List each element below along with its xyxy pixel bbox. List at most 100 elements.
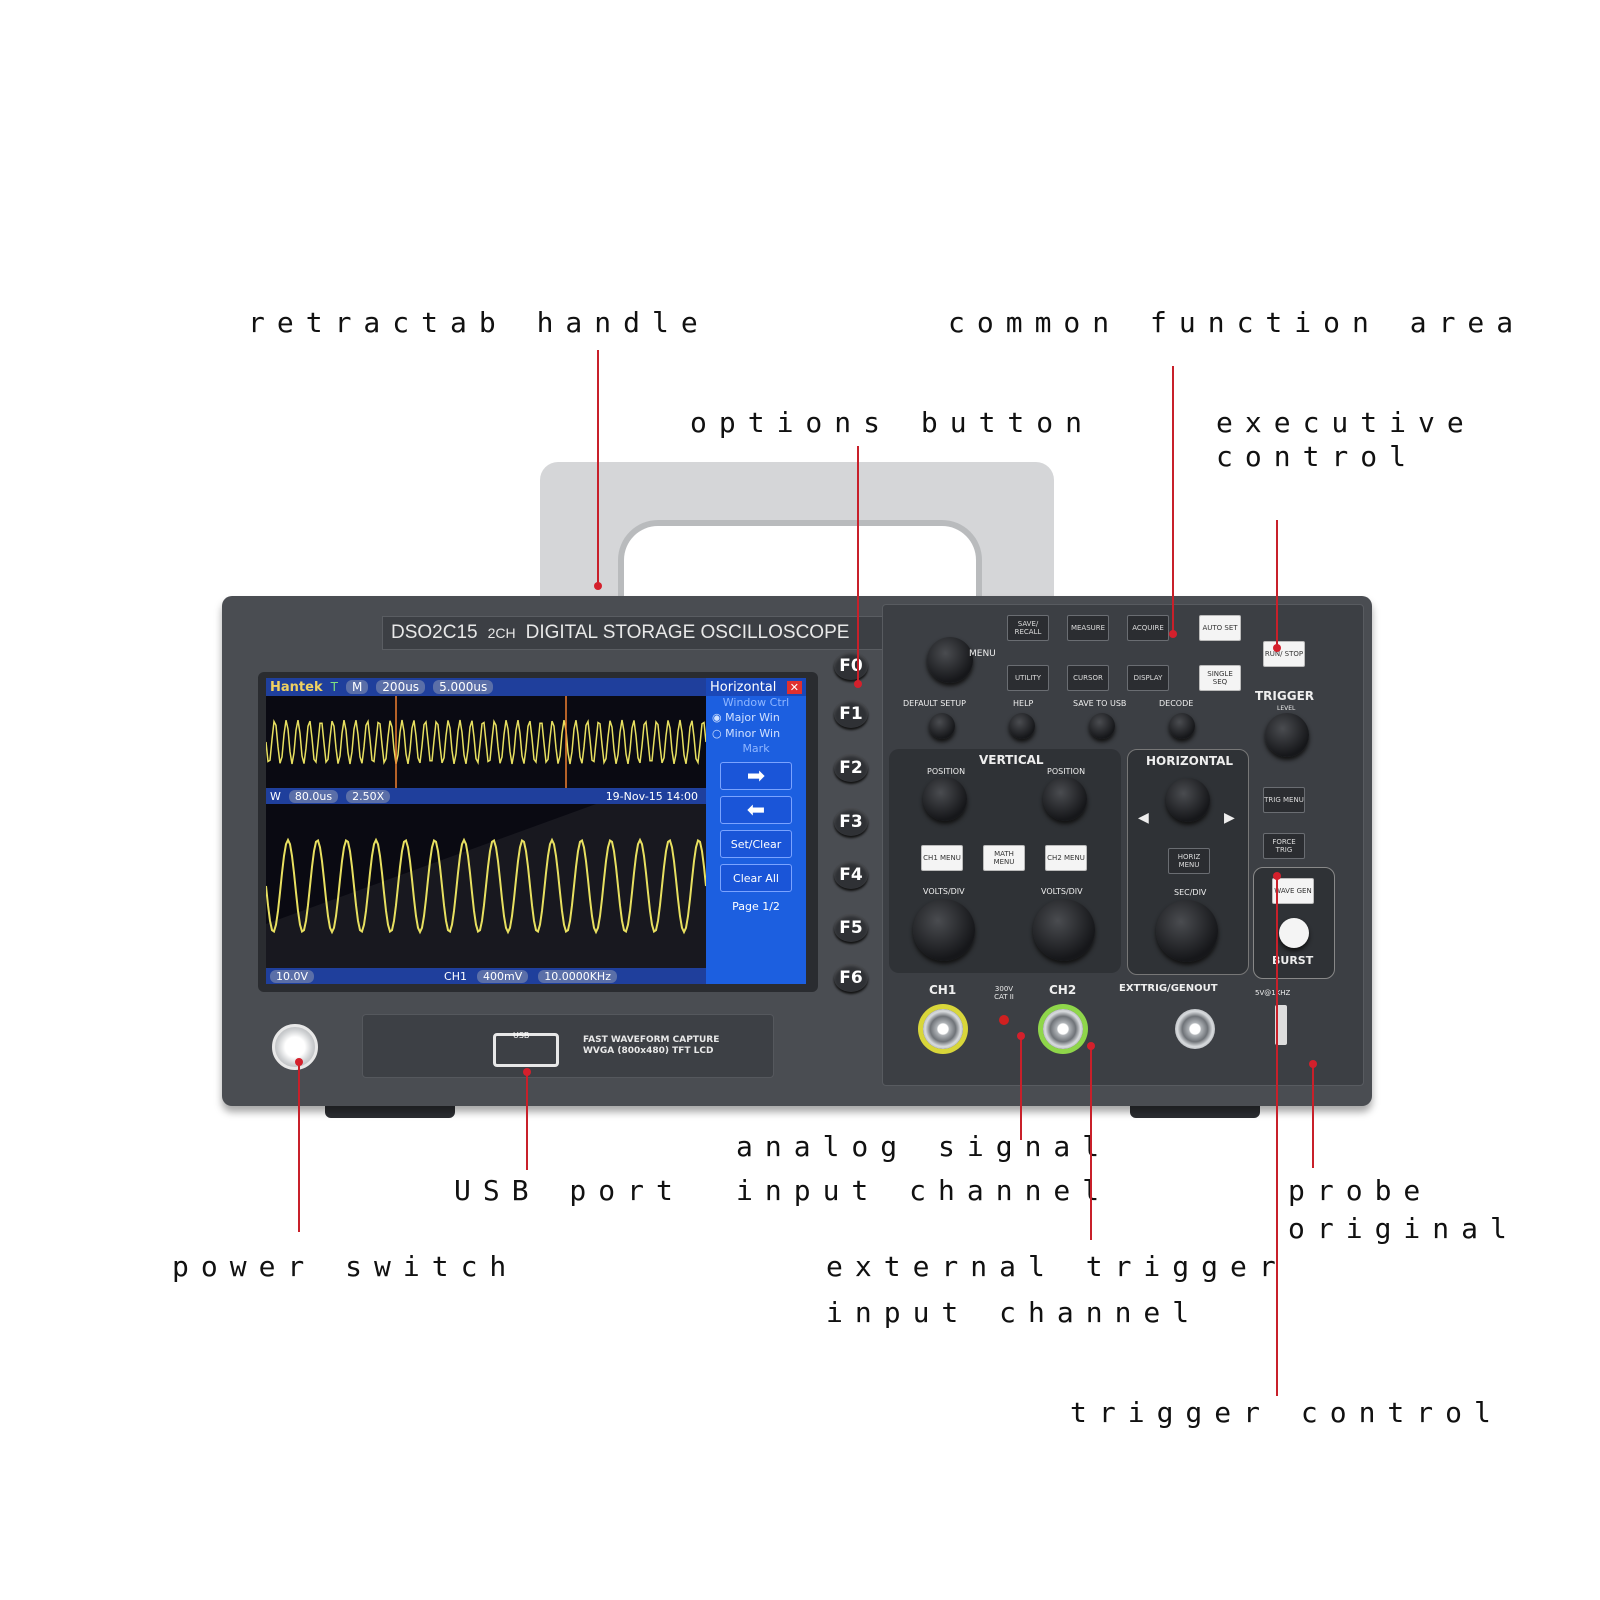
sec-div-knob[interactable] — [1156, 900, 1218, 962]
callout-power-switch: power switch — [172, 1250, 519, 1283]
ch2-input-label: CH2 — [1049, 983, 1077, 997]
wave-gen-button[interactable]: WAVE GEN — [1272, 878, 1314, 904]
f0-options-button[interactable]: F0 — [834, 652, 868, 680]
major-win-option[interactable]: ◉ Major Win — [712, 711, 780, 724]
ch2-position-knob[interactable] — [1043, 777, 1087, 821]
sec-div-label: SEC/DIV — [1174, 888, 1207, 897]
arrow-right-icon: ➡ — [746, 763, 766, 789]
acquire-button[interactable]: ACQUIRE — [1127, 615, 1169, 641]
callout-external-2: input channel — [826, 1296, 1202, 1329]
cat-rating-label: 300V CAT II — [994, 985, 1014, 1001]
menu-title: Horizontal — [710, 679, 777, 695]
level-label: LEVEL — [1277, 705, 1296, 712]
arrow-left-button[interactable]: ⬅ — [720, 796, 792, 824]
callout-probe-1: probe — [1288, 1174, 1433, 1207]
f3-button[interactable]: F3 — [834, 808, 868, 836]
zoomed-waveform — [266, 804, 706, 968]
window-time: 80.0us — [288, 789, 339, 803]
callout-options-button: options button — [690, 406, 1095, 439]
menu-title-bar: Horizontal ✕ — [706, 678, 806, 696]
trigger-level-knob[interactable] — [1265, 713, 1309, 757]
save-recall-button[interactable]: SAVE/ RECALL — [1007, 615, 1049, 641]
menu-label: MENU — [969, 649, 996, 659]
callout-analog-2: input channel — [736, 1174, 1112, 1207]
math-menu-button[interactable]: MATH MENU — [983, 845, 1025, 871]
burst-button[interactable] — [1279, 918, 1309, 948]
ch1-volts-div-label: VOLTS/DIV — [923, 887, 965, 896]
ch2-bnc-connector[interactable] — [1043, 1009, 1083, 1049]
screen-brand: Hantek — [270, 679, 323, 695]
usb-port[interactable] — [493, 1033, 559, 1067]
callout-analog-1: analog signal — [736, 1130, 1112, 1163]
display-button[interactable]: DISPLAY — [1127, 665, 1169, 691]
f4-button[interactable]: F4 — [834, 861, 868, 889]
set-clear-button[interactable]: Set/Clear — [720, 830, 792, 858]
minor-win-option[interactable]: ○ Minor Win — [712, 727, 781, 740]
horizontal-position-knob[interactable] — [1166, 778, 1210, 822]
callout-retract-handle: retractab handle — [248, 306, 710, 339]
cursor-button[interactable]: CURSOR — [1067, 665, 1109, 691]
power-switch[interactable] — [272, 1024, 318, 1070]
vertical-section: VERTICAL POSITION POSITION CH1 MENU MATH… — [889, 749, 1121, 973]
datetime: 19-Nov-15 14:00 — [605, 789, 698, 803]
probe-comp-terminal[interactable] — [1275, 1005, 1287, 1045]
warning-icon — [999, 1015, 1009, 1025]
ch1-menu-button[interactable]: CH1 MENU — [921, 845, 963, 871]
burst-label: BURST — [1272, 954, 1314, 967]
callout-probe-2: original — [1288, 1212, 1519, 1245]
run-stop-button[interactable]: RUN/ STOP — [1263, 641, 1305, 667]
vertical-label: VERTICAL — [979, 753, 1044, 767]
utility-button[interactable]: UTILITY — [1007, 665, 1049, 691]
window-ctrl-label: Window Ctrl — [722, 696, 790, 709]
arrow-left-icon: ⬅ — [746, 797, 766, 823]
usb-label: USB — [513, 1031, 530, 1040]
auto-set-button[interactable]: AUTO SET — [1199, 615, 1241, 641]
f1-button[interactable]: F1 — [834, 700, 868, 728]
ch2-menu-button[interactable]: CH2 MENU — [1045, 845, 1087, 871]
f2-button[interactable]: F2 — [834, 754, 868, 782]
help-button[interactable] — [1009, 713, 1035, 739]
ch1-bnc-connector[interactable] — [923, 1009, 963, 1049]
callout-trigger-control: trigger control — [1070, 1396, 1503, 1429]
close-icon[interactable]: ✕ — [786, 680, 802, 694]
trigger-t-label: T — [330, 680, 338, 694]
save-to-usb-label: SAVE TO USB — [1073, 699, 1127, 708]
default-setup-button[interactable] — [929, 713, 955, 739]
zoom-factor: 2.50X — [346, 789, 391, 803]
m-label: M — [345, 680, 369, 694]
callout-executive-control-1: executive — [1216, 406, 1476, 439]
clear-all-button[interactable]: Clear All — [720, 864, 792, 892]
window-label: W — [270, 789, 281, 803]
f6-button[interactable]: F6 — [834, 964, 868, 992]
lcd-spec-text: FAST WAVEFORM CAPTURE WVGA (800x480) TFT… — [583, 1035, 720, 1056]
force-trig-button[interactable]: FORCE TRIG — [1263, 833, 1305, 859]
oscilloscope-body: DSO2C15 2CH DIGITAL STORAGE OSCILLOSCOPE… — [222, 596, 1372, 1106]
help-label: HELP — [1013, 699, 1034, 708]
save-to-usb-button[interactable] — [1089, 713, 1115, 739]
single-seq-button[interactable]: SINGLE SEQ — [1199, 665, 1241, 691]
ch1-volts-div-knob[interactable] — [913, 899, 975, 961]
arrow-right-icon: ▶ — [1224, 810, 1235, 826]
exttrig-bnc-connector[interactable] — [1175, 1009, 1215, 1049]
horizontal-menu: Horizontal ✕ Window Ctrl ◉ Major Win ○ M… — [706, 678, 806, 984]
screen-window-bar: W 80.0us 2.50X 19-Nov-15 14:00 — [266, 788, 706, 804]
arrow-right-button[interactable]: ➡ — [720, 762, 792, 790]
model-description: DIGITAL STORAGE OSCILLOSCOPE — [525, 622, 850, 643]
measure-button[interactable]: MEASURE — [1067, 615, 1109, 641]
ch2-volts-div-knob[interactable] — [1033, 899, 1095, 961]
decode-button[interactable] — [1169, 713, 1195, 739]
trigger-source: CH1 — [444, 969, 467, 983]
trig-menu-button[interactable]: TRIG MENU — [1263, 787, 1305, 813]
device-foot-right — [1130, 1102, 1260, 1118]
horiz-menu-button[interactable]: HORIZ MENU — [1168, 848, 1210, 874]
default-setup-label: DEFAULT SETUP — [903, 699, 966, 708]
ch1-position-label: POSITION — [927, 767, 966, 776]
callout-external-1: external trigger — [826, 1250, 1288, 1283]
callout-common-function-area: common function area — [948, 306, 1526, 339]
menu-knob[interactable] — [927, 637, 973, 683]
ch1-position-knob[interactable] — [923, 777, 967, 821]
f5-button[interactable]: F5 — [834, 914, 868, 942]
device-foot-left — [325, 1102, 455, 1118]
page-indicator: Page 1/2 — [732, 900, 780, 913]
trigger-level: 400mV — [476, 969, 529, 983]
